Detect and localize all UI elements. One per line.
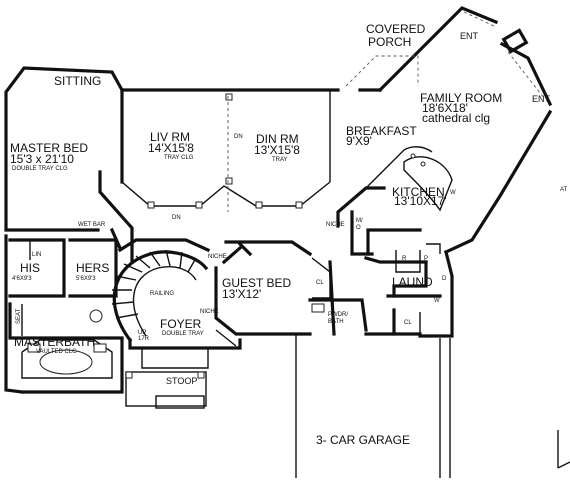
master-bed-name: MASTER BED: [10, 141, 88, 155]
pwdr-bath-label-1: PWDR/: [328, 312, 348, 318]
liv-rm-dims: 14'X15'8: [148, 141, 194, 155]
room-labels: COVERED PORCH ENT ENT FAMILY ROOM 18'6X1…: [10, 22, 568, 447]
mo-label-1: M/: [356, 218, 363, 224]
master-bed-dims: 15'3 x 21'10: [10, 152, 74, 166]
wet-bar-label: WET BAR: [78, 222, 106, 228]
din-rm-name: DIN RM: [256, 132, 299, 146]
foyer-note: DOUBLE TRAY: [162, 331, 204, 337]
niche-kitchen-label: NICHE: [326, 222, 345, 228]
covered-porch-label-2: PORCH: [368, 35, 411, 49]
columns: [147, 93, 303, 209]
cl-laund-label: CL: [404, 320, 412, 326]
seat-label: SEAT: [16, 308, 22, 324]
breakfast-name: BREAKFAST: [346, 124, 417, 138]
kitchen-island: [365, 146, 453, 212]
r-mark: R: [402, 256, 407, 262]
sitting-label: SITTING: [54, 74, 101, 88]
master-bed-note: DOUBLE TRAY CLG: [12, 166, 68, 172]
liv-rm-name: LIV RM: [150, 130, 190, 144]
p-mark: P: [424, 256, 428, 262]
pwdr-bath-label-2: BATH: [328, 319, 344, 325]
mo-label-2: O: [356, 225, 361, 231]
w-mark: W: [450, 190, 456, 196]
din-rm-dims: 13'X15'8: [254, 143, 300, 157]
stoop-label: STOOP: [166, 376, 197, 386]
d-mark: D: [442, 276, 447, 282]
masterbath-note: VAULTED CLG: [36, 349, 77, 355]
liv-rm-note: TRAY CLG: [164, 155, 194, 161]
kitchen-dims: 13'10X17': [394, 194, 447, 208]
foyer-stoop: [125, 338, 242, 409]
family-room-dims: 18'6X18': [422, 101, 468, 115]
masterbath-name: MASTERBATH: [14, 335, 95, 349]
hers-name: HERS: [76, 261, 109, 275]
ent-right-label: ENT: [532, 94, 551, 104]
laund-label: LAUND: [392, 275, 433, 289]
kitchen-name: KITCHEN: [392, 185, 445, 199]
cl-guest-label: CL: [316, 280, 324, 286]
garage-label: 3- CAR GARAGE: [316, 433, 410, 447]
entry-boxes: [501, 28, 529, 54]
hers-dims: 5'6X9'3: [76, 276, 96, 282]
ent-top-label: ENT: [460, 31, 479, 41]
dn-top-label: DN: [234, 134, 243, 140]
family-room-note: cathedral clg: [422, 111, 490, 125]
niche-foyer-right-label: NICHE: [200, 309, 219, 315]
breakfast-dims: 9'X9': [346, 134, 372, 148]
up-label-2: 17R: [138, 336, 150, 342]
niche-foyer-top-label: NICHE: [208, 254, 227, 260]
spiral-staircase: [111, 249, 209, 343]
railing-label: RAILING: [150, 291, 174, 297]
lin-label: LIN: [32, 252, 41, 258]
dashed-lines: [227, 11, 545, 212]
his-dims: 4'6X9'3: [12, 276, 32, 282]
at-mark: AT: [560, 187, 568, 193]
dn-bottom-label: DN: [172, 215, 181, 221]
din-rm-note: TRAY: [272, 157, 288, 163]
covered-porch-label-1: COVERED: [366, 22, 426, 36]
his-name: HIS: [20, 261, 40, 275]
masterbath-tub: [21, 309, 113, 379]
up-label-1: UP: [138, 330, 146, 336]
guest-bed-name: GUEST BED: [222, 276, 291, 290]
family-room-name: FAMILY ROOM: [420, 91, 502, 105]
w-laund-mark: W: [434, 298, 440, 304]
right-edge-details: [557, 430, 570, 469]
foyer-name: FOYER: [160, 317, 202, 331]
exterior-walls: [4, 6, 553, 478]
guest-bed-dims: 13'X12': [222, 287, 261, 301]
